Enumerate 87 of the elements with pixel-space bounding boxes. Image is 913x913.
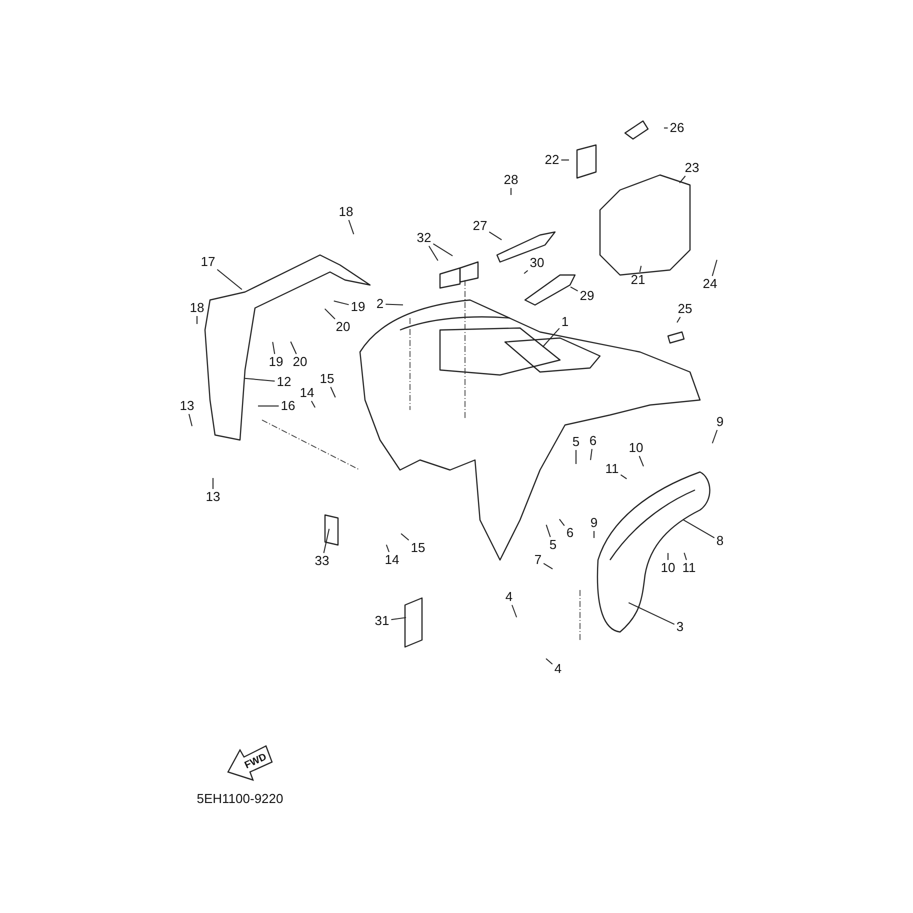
leader-line — [196, 316, 198, 324]
leader-line — [712, 430, 718, 444]
leader-line — [333, 300, 350, 306]
callout-number: 19 — [350, 300, 366, 314]
callout-number: 24 — [702, 277, 718, 291]
callout-number: 13 — [204, 490, 222, 504]
callout-number: 27 — [472, 219, 488, 233]
leader-line — [386, 544, 390, 552]
leader-line — [679, 176, 686, 184]
callout-number: 12 — [276, 375, 292, 389]
leader-line — [385, 304, 404, 306]
leader-line — [290, 341, 297, 354]
callout-number: 4 — [553, 662, 563, 676]
callout-number: 20 — [292, 355, 308, 369]
callout-number: 18 — [338, 205, 354, 219]
leader-line — [684, 552, 687, 560]
callout-number: 13 — [178, 399, 196, 413]
direction-label: FWD — [242, 750, 270, 774]
callout-number: 31 — [374, 614, 390, 628]
leader-line — [488, 231, 502, 240]
callout-number: 14 — [384, 553, 400, 567]
callout-number: 7 — [533, 553, 543, 567]
callout-number: 11 — [681, 561, 697, 575]
callout-number: 2 — [375, 297, 385, 311]
leader-line — [512, 604, 518, 618]
leader-line — [324, 308, 336, 320]
callout-number: 11 — [604, 462, 620, 476]
leader-line — [310, 400, 316, 408]
leader-line — [676, 316, 681, 324]
leader-line — [400, 533, 410, 541]
leader-line — [390, 617, 407, 620]
leader-line — [188, 414, 193, 427]
leader-line — [323, 528, 330, 554]
leader-line — [272, 341, 276, 354]
leader-line — [212, 478, 214, 490]
callout-number: 15 — [318, 372, 336, 386]
leader-line — [216, 268, 242, 290]
leader-line — [348, 220, 354, 235]
leader-line — [620, 474, 628, 480]
leader-line — [628, 602, 675, 625]
leader-line — [330, 386, 336, 398]
leader-line — [590, 448, 592, 461]
callout-number: 32 — [416, 231, 432, 245]
callout-number: 5 — [548, 538, 558, 552]
part-number: 5EH1100-9220 — [196, 792, 284, 806]
callout-number: 10 — [660, 561, 676, 575]
callout-number: 20 — [334, 320, 352, 334]
leader-line — [546, 524, 551, 538]
callout-number: 25 — [676, 302, 694, 316]
leader-line — [546, 658, 553, 665]
callout-number: 1 — [560, 315, 570, 329]
callout-number: 14 — [298, 386, 316, 400]
leader-line — [428, 246, 438, 262]
callout-number: 23 — [684, 161, 700, 175]
callout-number: 21 — [630, 273, 646, 287]
leader-line — [639, 265, 642, 272]
callout-number: 9 — [589, 516, 599, 530]
callout-number: 8 — [715, 534, 725, 548]
callout-number: 30 — [528, 256, 546, 270]
callout-number: 18 — [188, 301, 206, 315]
leader-line — [543, 562, 554, 570]
callout-number: 9 — [715, 415, 725, 429]
callout-number: 16 — [280, 399, 296, 413]
callout-number: 10 — [628, 441, 644, 455]
leader-line — [712, 259, 718, 276]
callout-number: 5 — [571, 435, 581, 449]
callout-number: 22 — [544, 153, 560, 167]
callout-number: 26 — [668, 121, 686, 135]
callout-number: 6 — [588, 434, 598, 448]
leader-line — [638, 456, 644, 467]
leader-line — [558, 518, 565, 526]
leader-line — [570, 286, 578, 292]
callout-number: 15 — [410, 541, 426, 555]
callout-number: 28 — [502, 173, 520, 187]
leader-line — [432, 243, 454, 256]
leader-line — [510, 188, 512, 196]
leader-line — [524, 270, 528, 274]
callout-number: 3 — [675, 620, 685, 634]
leader-line — [682, 520, 715, 538]
callout-number: 19 — [268, 355, 284, 369]
leader-line — [542, 328, 560, 348]
callout-number: 4 — [504, 590, 514, 604]
callout-number: 17 — [200, 255, 216, 269]
leader-line — [244, 378, 276, 382]
callout-number: 33 — [314, 554, 330, 568]
callout-number: 29 — [578, 289, 596, 303]
callout-number: 6 — [565, 526, 575, 540]
